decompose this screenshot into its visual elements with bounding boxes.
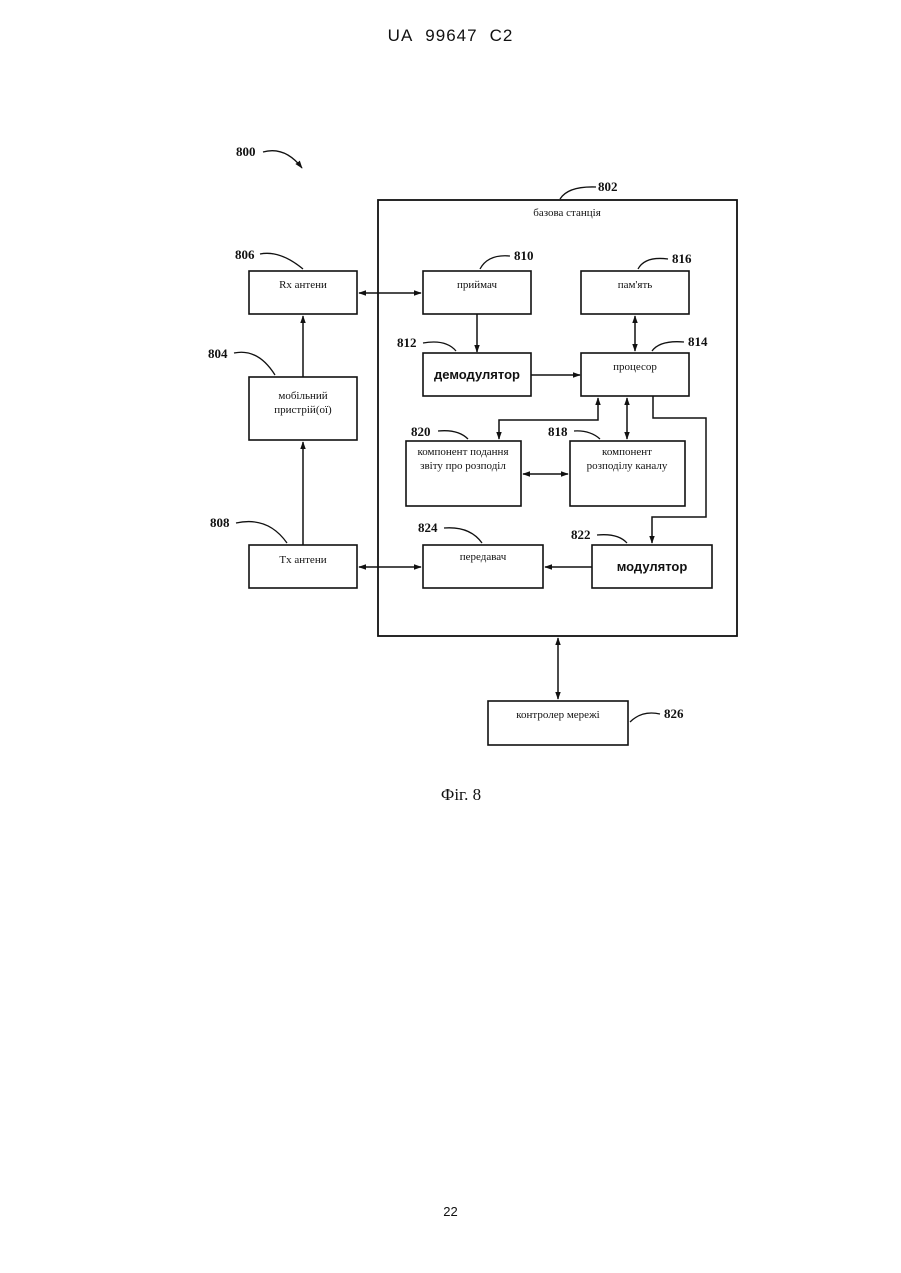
processor-label: процесор: [613, 361, 657, 373]
allocation-report-leader: [438, 431, 468, 439]
channel-allocation-leader: [574, 431, 600, 439]
modulator-leader: [597, 535, 627, 543]
memory-label: пам'ять: [618, 279, 653, 291]
ref-allocation-report: 820: [411, 424, 431, 439]
system-pointer-arrow: [263, 151, 302, 168]
ref-base-station: 802: [598, 179, 618, 194]
rx-antennas-leader: [260, 253, 303, 269]
ref-modulator: 822: [571, 527, 591, 542]
channel-allocation-label-line1: компонент: [602, 446, 652, 458]
network-controller-label: контролер мережі: [516, 709, 599, 721]
mobile-devices-label-line1: мобільний: [278, 390, 327, 402]
ref-processor: 814: [688, 334, 708, 349]
ref-mobile-devices: 804: [208, 346, 228, 361]
page-number: 22: [0, 1204, 901, 1219]
processor-box: [581, 353, 689, 396]
rx-antennas-box: [249, 271, 357, 314]
ref-network-controller: 826: [664, 706, 684, 721]
ref-channel-allocation: 818: [548, 424, 568, 439]
ref-receiver: 810: [514, 248, 534, 263]
ref-transmitter: 824: [418, 520, 438, 535]
allocation-report-label-line2: звіту про розподіл: [420, 460, 506, 472]
figure-caption: Фіг. 8: [441, 785, 481, 804]
tx-antennas-label: Tx антени: [279, 554, 326, 566]
tx-antennas-leader: [236, 522, 287, 543]
rx-antennas-label: Rx антени: [279, 279, 327, 291]
ref-demodulator: 812: [397, 335, 417, 350]
ref-memory: 816: [672, 251, 692, 266]
network-controller-box: [488, 701, 628, 745]
base-station-label: базова станція: [533, 207, 601, 219]
channel-allocation-label-line2: розподілу каналу: [587, 460, 668, 472]
transmitter-leader: [444, 528, 482, 543]
ref-rx-antennas: 806: [235, 247, 255, 262]
memory-leader: [638, 258, 668, 269]
receiver-label: приймач: [457, 279, 497, 291]
receiver-box: [423, 271, 531, 314]
demodulator-leader: [423, 342, 456, 351]
processor-leader: [652, 342, 684, 351]
memory-box: [581, 271, 689, 314]
mobile-devices-leader: [234, 352, 275, 375]
transmitter-label: передавач: [460, 551, 507, 563]
ref-tx-antennas: 808: [210, 515, 230, 530]
base-station-leader: [560, 187, 596, 199]
mobile-devices-label-line2: пристрій(ої): [274, 404, 332, 416]
receiver-leader: [480, 256, 510, 269]
modulator-label: модулятор: [617, 559, 688, 574]
tx-antennas-box: [249, 545, 357, 588]
demodulator-label: демодулятор: [434, 367, 520, 382]
allocation-report-label-line1: компонент подання: [417, 446, 508, 458]
network-controller-leader: [630, 713, 660, 722]
ref-system: 800: [236, 144, 256, 159]
